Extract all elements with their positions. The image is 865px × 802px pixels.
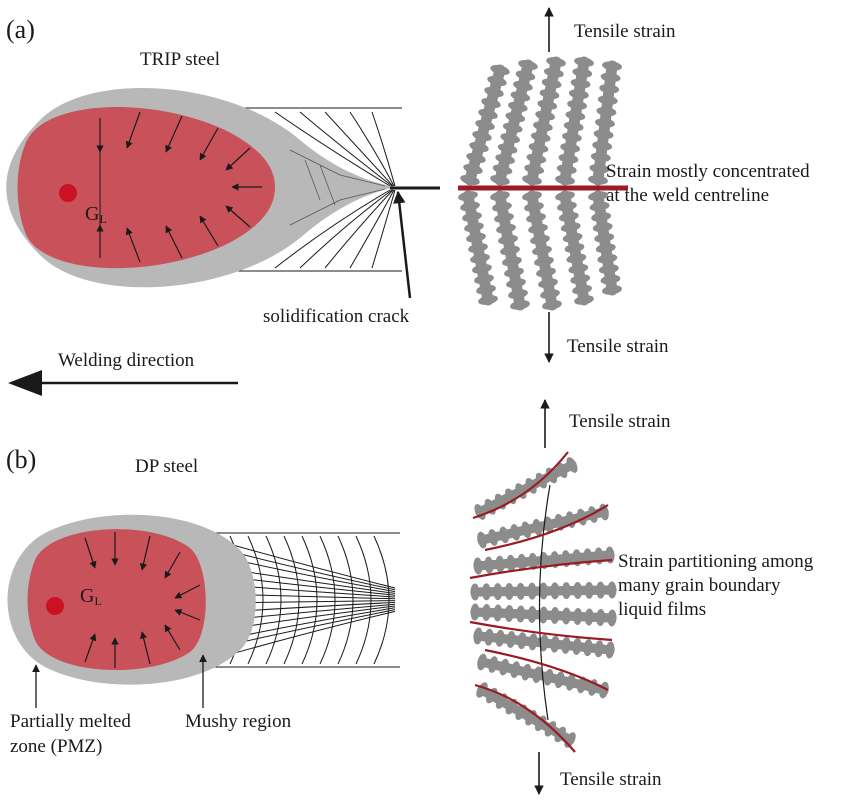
panel-a-dendrite-upper-5	[588, 60, 622, 186]
panel-b-strain-note-line1: Strain partitioning among	[618, 551, 814, 572]
panel-b-strain-note-line3: liquid films	[618, 599, 707, 620]
panel-a-gradient-label: GL	[85, 203, 107, 226]
panel-a-crack-pointer-arrow	[393, 190, 412, 299]
panel-a-dendrite-upper-1	[460, 64, 510, 186]
panel-b-dendrite-5	[470, 603, 617, 627]
panel-b-title: DP steel	[135, 456, 199, 477]
panel-a-dendrite-columns	[458, 56, 622, 311]
panel-b-weld-pool-diagram	[7, 514, 400, 708]
panel-b-gradient-arrows	[84, 532, 201, 668]
panel-a-dendrite-lower-5	[588, 190, 622, 296]
panel-b-dendrite-fan	[470, 457, 617, 748]
panel-a-dendrite-lower-2	[490, 190, 530, 311]
panel-b-liquid-pool	[27, 529, 206, 671]
panel-b-strain-note-line2: many grain boundary	[618, 575, 781, 596]
panel-a-liquid-pool	[17, 107, 275, 269]
panel-b-dendrite-6	[473, 627, 615, 659]
panel-b-liquid-films	[469, 451, 613, 753]
panel-a-title: TRIP steel	[140, 49, 221, 70]
panel-a-dendrite-lower-3	[522, 190, 562, 311]
panel-a-strain-top-label: Tensile strain	[574, 21, 676, 42]
welding-direction-label: Welding direction	[58, 350, 195, 371]
panel-a-dendrite-upper-4	[555, 56, 594, 186]
panel-b-pmz-label-line2: zone (PMZ)	[10, 736, 103, 757]
panel-a-weld-pool-diagram	[6, 87, 440, 299]
panel-a-dendrite-lower-4	[555, 190, 594, 306]
panel-b-label: (b)	[6, 445, 37, 474]
panel-b-dendrite-1	[474, 457, 578, 520]
panel-a-strain-note-line2: at the weld centreline	[606, 185, 770, 206]
panel-a-gradient-arrows	[96, 111, 262, 263]
panel-b-mushy-label: Mushy region	[185, 711, 292, 732]
panel-a-crack-label: solidification crack	[263, 306, 410, 327]
panel-b-dendrite-4	[470, 581, 617, 601]
panel-b-heat-source	[46, 597, 64, 615]
panel-a-dendrite-upper-2	[490, 59, 538, 186]
panel-a-heat-source	[59, 184, 77, 202]
panel-a-dendrite-upper-3	[522, 56, 566, 186]
panel-a-label: (a)	[6, 15, 35, 44]
panel-b-pmz-label-line1: Partially melted	[10, 711, 131, 732]
panel-a-strain-note-line1: Strain mostly concentrated	[606, 161, 810, 182]
panel-a-dendrite-lower-1	[458, 190, 498, 306]
panel-b-strain-top-label: Tensile strain	[569, 411, 671, 432]
panel-b-grain-boundary	[538, 484, 551, 721]
panel-b-gradient-label: GL	[80, 585, 102, 608]
panel-a-strain-bottom-label: Tensile strain	[567, 336, 669, 357]
panel-b-strain-bottom-label: Tensile strain	[560, 769, 662, 790]
